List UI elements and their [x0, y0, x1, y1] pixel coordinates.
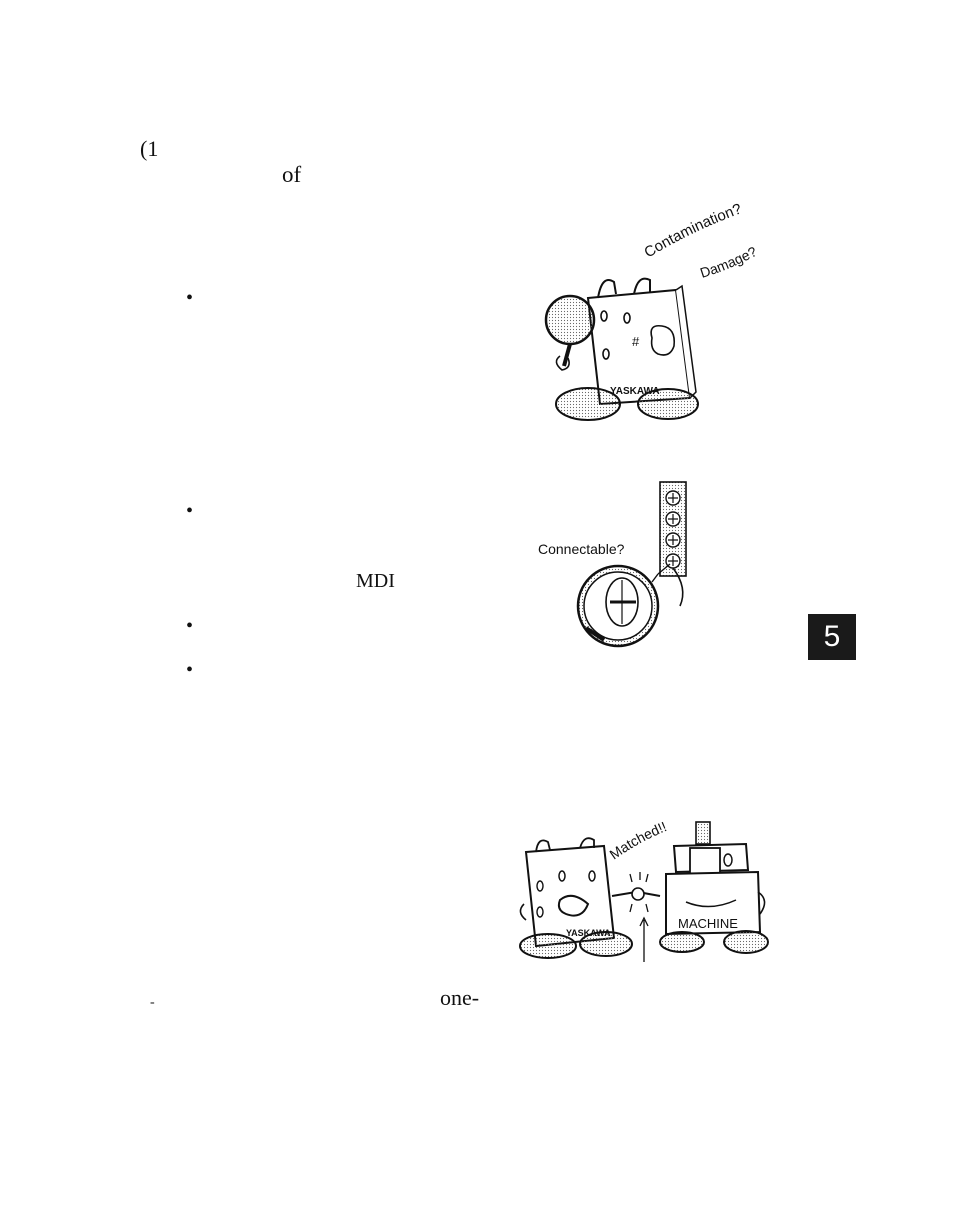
small-mark-text: -: [150, 995, 155, 1010]
damage-label: Damage?: [698, 243, 760, 281]
bullet-2: •: [186, 500, 194, 522]
machine-label: MACHINE: [678, 916, 738, 931]
chapter-tab: 5: [808, 614, 856, 660]
yaskawa-logo-1: YASKAWA: [610, 386, 660, 397]
bullet-4: •: [186, 659, 194, 681]
bullet-1: •: [186, 287, 194, 309]
connection-illustration: Connectable?: [538, 481, 687, 648]
inspection-illustration: Contamination? Damage? # YASKAWA: [544, 200, 760, 421]
matching-illustration: Matched!! YASKAWA MACHINE: [519, 818, 769, 962]
mdi-text: MDI: [356, 570, 395, 592]
paren-one-text: (1: [140, 136, 159, 161]
hash-symbol: #: [632, 334, 640, 349]
matched-label: Matched!!: [607, 818, 669, 862]
yaskawa-logo-2: YASKAWA: [566, 928, 611, 938]
contamination-label: Contamination?: [641, 200, 744, 261]
connectable-label: Connectable?: [538, 541, 625, 557]
bullet-3: •: [186, 615, 194, 637]
one-dash-text: one-: [440, 985, 480, 1010]
of-text: of: [282, 162, 302, 187]
